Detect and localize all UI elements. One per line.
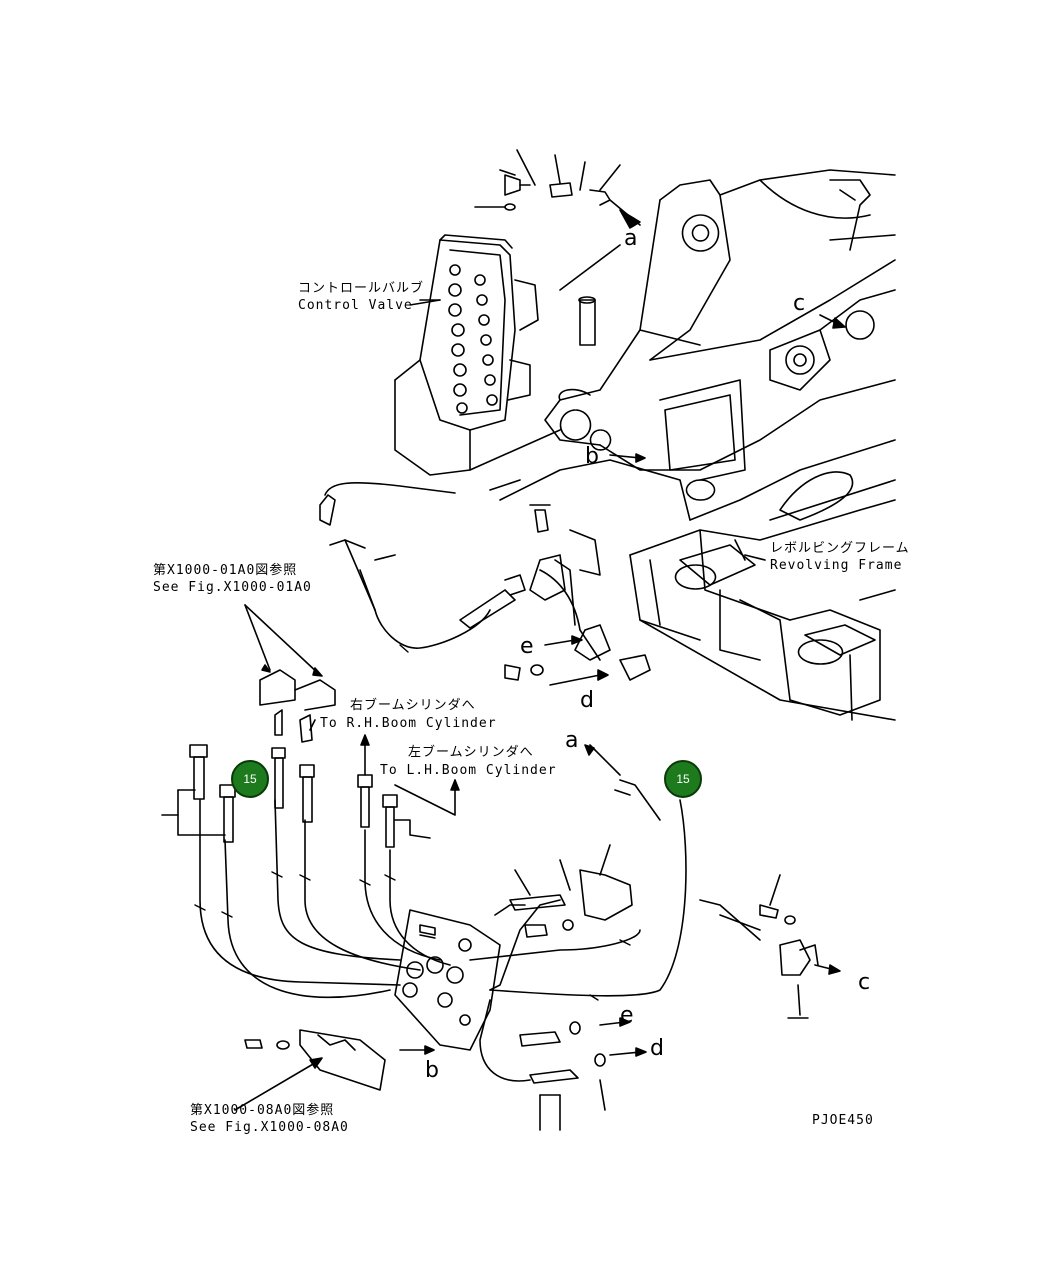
lh-boom-label-jp: 左ブームシリンダへ — [408, 745, 534, 760]
top-fittings — [474, 149, 641, 291]
rh-boom-label-jp: 右ブームシリンダへ — [350, 698, 476, 713]
brackets — [244, 504, 819, 1091]
ref-letter-a-top: a — [624, 226, 638, 251]
ref-letter-e-bottom: e — [620, 1003, 634, 1028]
control-valve-label-jp: コントロールバルブ — [298, 281, 425, 296]
rh-boom-label-en: To R.H.Boom Cylinder — [320, 716, 497, 731]
vertical-fittings — [161, 744, 431, 848]
hoses — [199, 482, 761, 1082]
ref-letter-b-bottom: b — [425, 1058, 439, 1083]
ref-letter-d-top: d — [580, 688, 594, 713]
ref-letter-e-top: e — [520, 634, 534, 659]
ref-letter-c-bottom: c — [858, 970, 871, 995]
revolving-frame-label-en: Revolving Frame — [770, 558, 903, 573]
part-callout-15-left[interactable]: 15 — [231, 760, 269, 798]
break-marks — [194, 644, 809, 1019]
see-fig-08-label-jp: 第X1000-08A0図参照 — [190, 1103, 335, 1118]
see-fig-08-label-en: See Fig.X1000-08A0 — [190, 1120, 349, 1135]
ref-letter-c-top: c — [793, 291, 806, 316]
leader-arrows — [234, 299, 846, 1131]
part-callout-15-right[interactable]: 15 — [664, 760, 702, 798]
lh-boom-label-en: To L.H.Boom Cylinder — [380, 763, 557, 778]
control-valve-stack — [394, 234, 596, 476]
drawing-code: PJOE450 — [812, 1113, 874, 1128]
ref-letter-d-bottom: d — [650, 1036, 664, 1061]
revolving-frame — [489, 169, 896, 721]
see-fig-01-label-en: See Fig.X1000-01A0 — [153, 580, 312, 595]
ref-letter-b-top: b — [585, 444, 599, 469]
see-fig-01-label-jp: 第X1000-01A0図参照 — [153, 563, 298, 578]
revolving-frame-label-jp: レボルビングフレーム — [770, 541, 910, 556]
ref-letter-a-mid: a — [565, 728, 579, 753]
control-valve-label-en: Control Valve — [298, 298, 413, 313]
